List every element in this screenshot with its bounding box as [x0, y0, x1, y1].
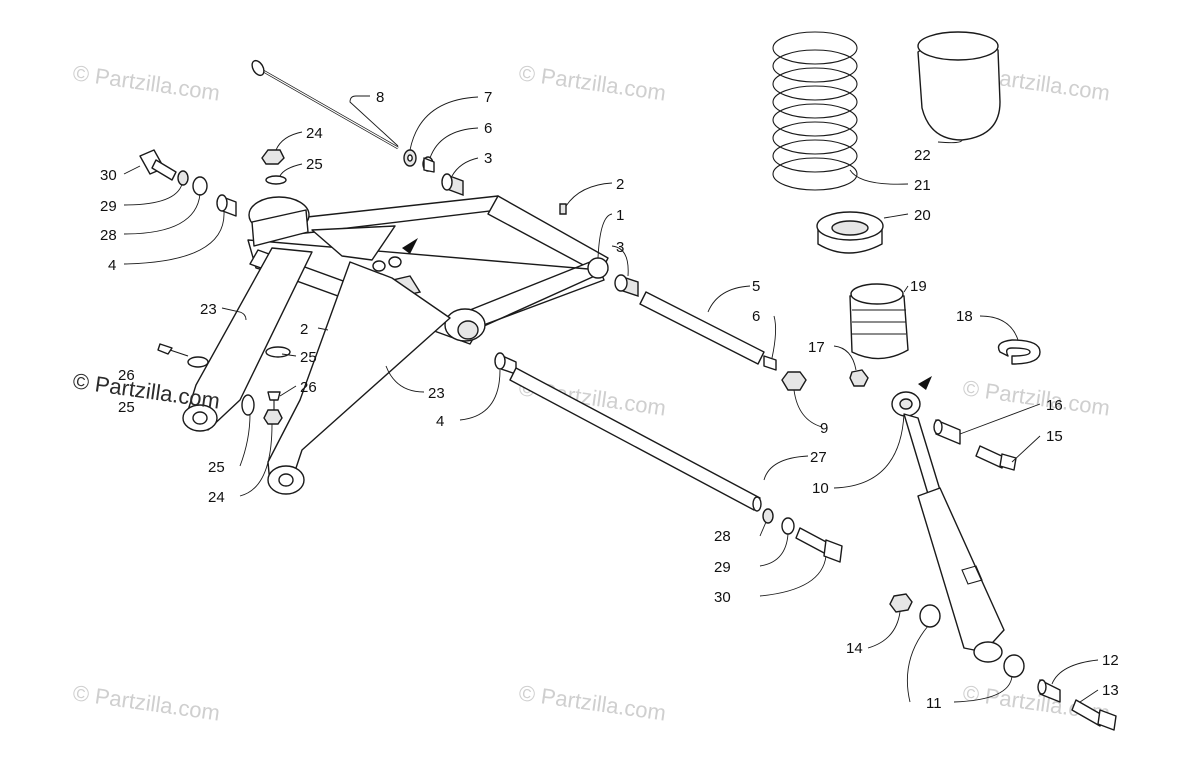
callout-27: 27: [810, 449, 827, 466]
callout-12: 12: [1102, 652, 1119, 669]
part-25-washer: [265, 346, 291, 358]
callout-15: 15: [1046, 428, 1063, 445]
part-9-lock-nut: [781, 371, 807, 391]
part-23-arm-link-left: [182, 247, 313, 432]
part-16-spacer: [933, 419, 961, 445]
callout-11: 11: [926, 695, 942, 712]
part-29-washer: [177, 170, 189, 186]
part-5-shaft: [639, 291, 765, 365]
callout-5: 5: [752, 278, 760, 295]
part-2-grease-fitting: [559, 203, 567, 215]
callout-25: 25: [306, 156, 323, 173]
part-30-bolt: [139, 149, 177, 181]
leader-lines: [123, 95, 1099, 703]
part-14-nut: [889, 593, 913, 613]
part-8-long-bolt: [251, 59, 399, 150]
part-15-bolt: [975, 445, 1017, 471]
part-29-washer: [781, 517, 795, 535]
callout-9: 9: [820, 420, 828, 437]
callout-30: 30: [100, 167, 117, 184]
part-4-bushing: [216, 194, 237, 217]
callout-3: 3: [616, 239, 624, 256]
callout-17: 17: [808, 339, 825, 356]
callout-13: 13: [1102, 682, 1119, 699]
callout-28: 28: [100, 227, 117, 244]
part-6-bushing-upper: [422, 156, 435, 173]
part-3-bushing-right: [614, 274, 639, 297]
callout-8: 8: [376, 89, 384, 106]
callout-18: 18: [956, 308, 973, 325]
watermark-text: © Partzilla.com: [517, 60, 667, 105]
callout-6: 6: [484, 120, 492, 137]
part-19-bump-stop: [849, 283, 909, 360]
part-12-spacer: [1037, 679, 1061, 703]
callout-1: 1: [616, 207, 624, 224]
callout-25: 25: [118, 399, 135, 416]
callout-10: 10: [812, 480, 829, 497]
callout-7: 7: [484, 89, 492, 106]
part-24-lock-nut: [261, 149, 285, 165]
part-4-bushing: [494, 352, 517, 375]
callout-26: 26: [118, 367, 135, 384]
callout-3: 3: [484, 150, 492, 167]
orientation-arrow-icon: [918, 376, 932, 390]
watermark-text: © Partzilla.com: [961, 375, 1111, 420]
orientation-arrow-icon: [402, 238, 418, 254]
callout-22: 22: [914, 147, 931, 164]
callout-14: 14: [846, 640, 863, 657]
callout-2: 2: [300, 321, 308, 338]
callout-26: 26: [300, 379, 317, 396]
part-21-spring: [772, 31, 858, 191]
parts-layer: [139, 31, 1117, 731]
part-13-bolt: [1071, 699, 1117, 731]
part-3-bushing-upper: [441, 173, 464, 197]
part-6-bushing: [763, 355, 777, 371]
callout-23: 23: [200, 301, 217, 318]
callout-4: 4: [108, 257, 116, 274]
callout-labels: 8 7 6 3 2 1 3 24 25 30 29 28 4 23 2 25 2…: [100, 89, 1119, 712]
callout-29: 29: [100, 198, 117, 215]
part-7-washer-hole: [407, 154, 413, 162]
callout-24: 24: [208, 489, 225, 506]
callout-21: 21: [914, 177, 931, 194]
part-26-screw: [267, 391, 281, 414]
part-28-washer: [192, 176, 208, 196]
callout-30: 30: [714, 589, 731, 606]
part-30-bolt: [795, 527, 843, 563]
callout-2: 2: [616, 176, 624, 193]
part-11-bushing: [919, 604, 941, 628]
part-22-boot: [917, 31, 1001, 141]
watermark-text: © Partzilla.com: [517, 680, 667, 725]
part-25-washer: [265, 175, 287, 185]
part-23-arm-link-right: [267, 261, 451, 495]
callout-23: 23: [428, 385, 445, 402]
callout-20: 20: [914, 207, 931, 224]
watermark-text: © Partzilla.com: [71, 60, 221, 105]
part-17-nut: [849, 369, 869, 387]
part-28-washer: [762, 508, 774, 524]
callout-4: 4: [436, 413, 444, 430]
part-11-bushing: [1003, 654, 1025, 678]
callout-25: 25: [208, 459, 225, 476]
part-27-shaft: [509, 367, 762, 512]
part-20-spring-retainer: [816, 211, 884, 254]
part-25-washer: [187, 356, 209, 368]
callout-16: 16: [1046, 397, 1063, 414]
watermark-text: © Partzilla.com: [71, 680, 221, 725]
callout-24: 24: [306, 125, 323, 142]
callout-6: 6: [752, 308, 760, 325]
part-18-snap-ring: [997, 339, 1041, 365]
part-10-shock-absorber: [891, 391, 1005, 663]
part-24-lock-nut: [263, 409, 283, 425]
part-26-screw: [157, 343, 189, 357]
callout-19: 19: [910, 278, 927, 295]
callout-29: 29: [714, 559, 731, 576]
callout-25: 25: [300, 349, 317, 366]
part-25-washer: [241, 394, 255, 416]
callout-28: 28: [714, 528, 731, 545]
watermark-text-overlay: © Partzilla.com: [71, 368, 221, 413]
